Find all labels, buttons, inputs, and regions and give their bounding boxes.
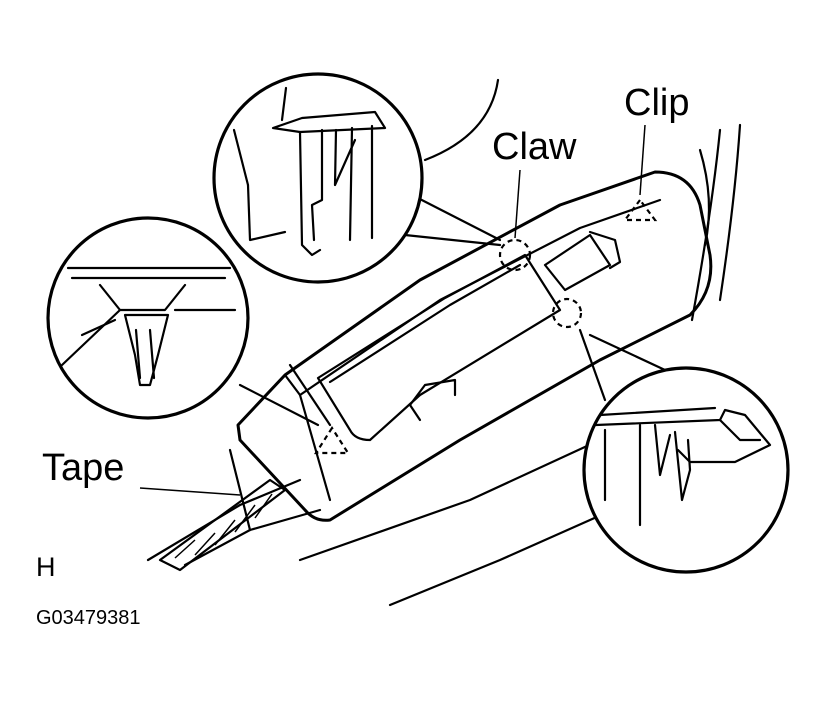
attachment-markers xyxy=(313,198,658,455)
switch-panel xyxy=(236,170,713,522)
clip-detail-circle xyxy=(46,216,250,420)
door-trim-lines xyxy=(146,78,742,607)
leader-lines xyxy=(139,124,667,496)
claw-detail-circle-lower xyxy=(582,366,790,574)
claw-label: Claw xyxy=(492,126,577,168)
view-letter: H xyxy=(36,552,56,582)
tape-label: Tape xyxy=(42,447,125,489)
claw-detail-circle xyxy=(212,72,424,284)
figure-code: G03479381 xyxy=(36,607,141,629)
clip-label: Clip xyxy=(624,82,690,124)
